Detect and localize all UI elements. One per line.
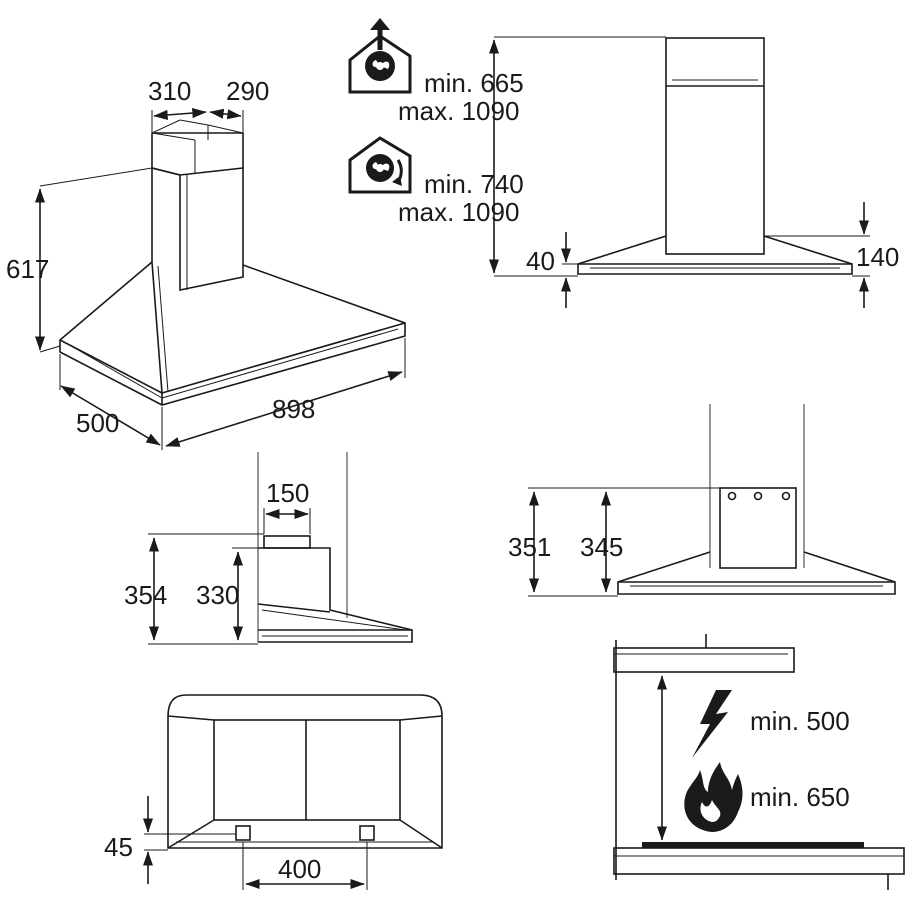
recirculation-max-label: max. 1090 <box>398 197 519 227</box>
chimney-depth-label: 290 <box>226 76 269 106</box>
edge-right-label: 140 <box>856 242 899 272</box>
clearance-drawing <box>613 634 905 890</box>
front-bracket-view: 351 345 <box>508 404 896 597</box>
canopy-height-label: 617 <box>6 254 49 284</box>
clearance-view: min. 500 min. 650 <box>613 634 905 890</box>
bottom-hood-drawing <box>167 694 443 849</box>
inner-height-label: 330 <box>196 580 239 610</box>
extraction-max-label: max. 1090 <box>398 96 519 126</box>
perspective-view: 310 290 617 500 898 <box>6 76 406 450</box>
hood-front-drawing <box>577 37 853 275</box>
width-label: 898 <box>272 394 315 424</box>
electric-min-label: min. 500 <box>750 706 850 736</box>
bottom-view: 45 400 <box>104 694 443 890</box>
bracket-inner-label: 345 <box>580 532 623 562</box>
recirculation-min-label: min. 740 <box>424 169 524 199</box>
canopy-drawing <box>59 261 406 406</box>
edge-left-label: 40 <box>526 246 555 276</box>
chimney-drawing <box>151 119 244 291</box>
house-recirculation-fan-icon <box>348 136 412 194</box>
extraction-min-label: min. 665 <box>424 68 524 98</box>
flame-icon <box>684 762 743 832</box>
house-extraction-fan-icon <box>348 18 412 94</box>
installation-height-view: min. 665 max. 1090 min. 740 max. 1090 <box>348 18 899 308</box>
side-hood-drawing <box>257 535 413 643</box>
side-view: 150 354 330 <box>124 452 413 645</box>
gas-min-label: min. 650 <box>750 782 850 812</box>
lightning-icon <box>692 690 732 758</box>
front-hood-drawing <box>617 487 896 595</box>
bracket-outer-label: 351 <box>508 532 551 562</box>
chimney-width-label: 310 <box>148 76 191 106</box>
spacing-label: 400 <box>278 854 321 884</box>
depth-label: 500 <box>76 408 119 438</box>
outlet-label: 150 <box>266 478 309 508</box>
offset-label: 45 <box>104 832 133 862</box>
total-height-label: 354 <box>124 580 167 610</box>
